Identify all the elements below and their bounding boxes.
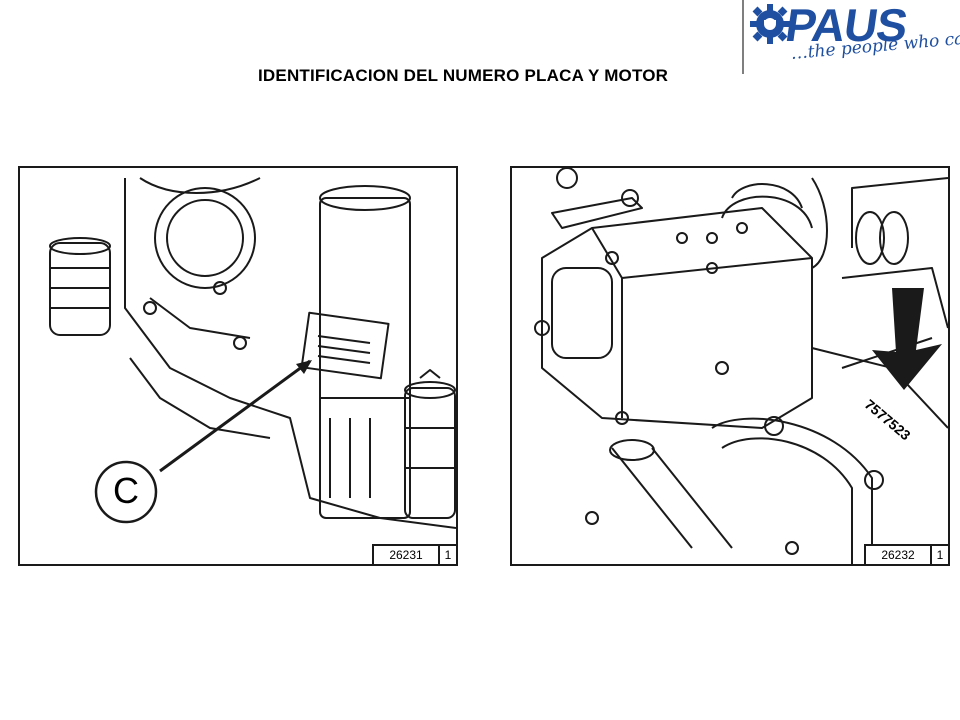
figure-identification-plate: C 26231 1	[18, 166, 458, 566]
callout-circle	[94, 460, 158, 524]
page-title: IDENTIFICACION DEL NUMERO PLACA Y MOTOR	[258, 66, 669, 85]
callout-leader-line	[159, 359, 311, 473]
logo-divider	[742, 0, 744, 74]
engine-plate-drawing	[49, 177, 456, 529]
engine-serial-drawing	[534, 168, 948, 564]
arrow-down-icon	[872, 288, 942, 390]
callout-label: C	[113, 470, 139, 511]
figure-number: 1	[930, 544, 948, 564]
figure-code: 26232	[864, 544, 930, 564]
figure-code: 26231	[372, 544, 438, 564]
figure-number: 1	[438, 544, 456, 564]
paus-logo: PAUS …the people who care	[742, 0, 960, 78]
figure-engine-number: 7577523 26232 1	[510, 166, 950, 566]
gear-icon	[750, 4, 790, 44]
